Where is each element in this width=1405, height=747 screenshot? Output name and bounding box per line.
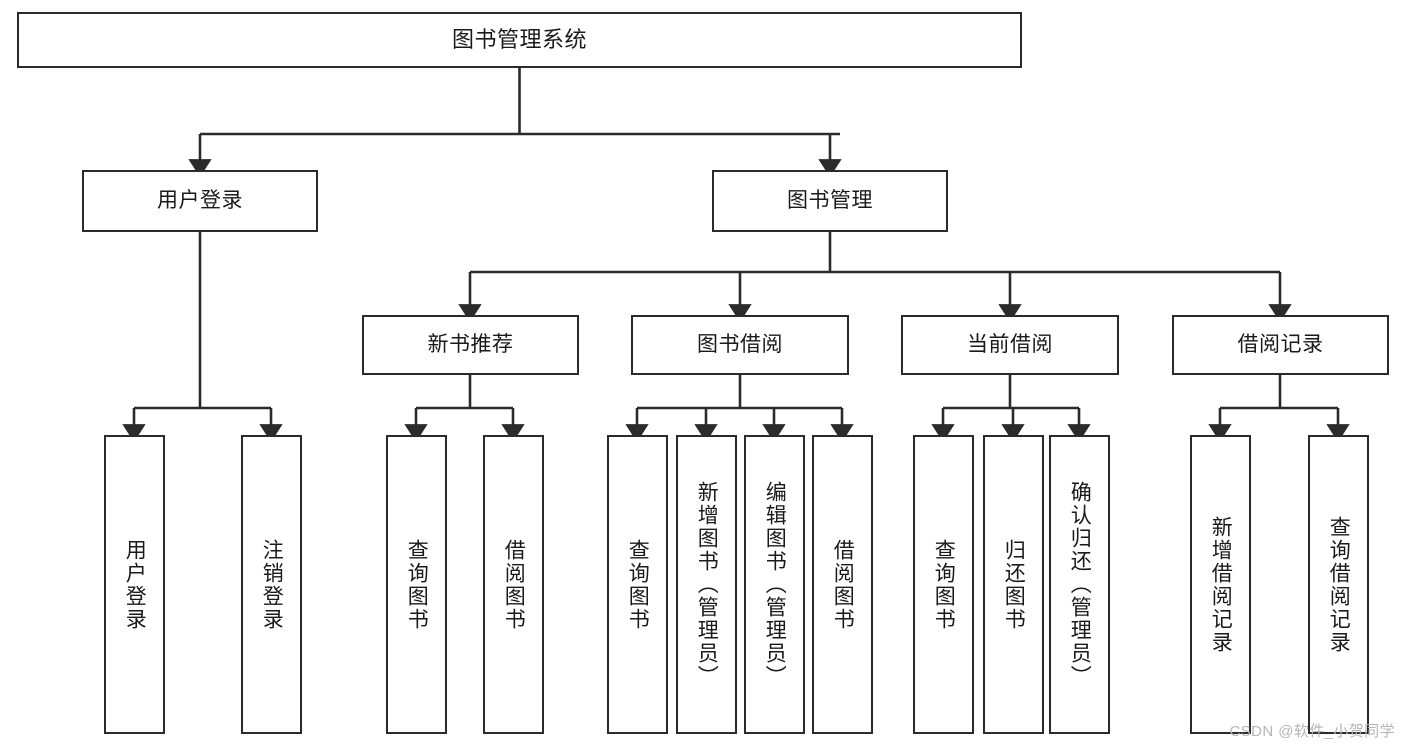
node-current-borrow[interactable]: 当前借阅 [901, 315, 1119, 375]
node-book-borrow[interactable]: 图书借阅 [631, 315, 849, 375]
leaf-borrow-book[interactable]: 借阅图书 [812, 435, 873, 734]
leaf-borrow-book-label: 借阅图书 [831, 538, 855, 631]
leaf-add-book-admin[interactable]: 新增图书（管理员） [676, 435, 737, 734]
node-user-login[interactable]: 用户登录 [82, 170, 318, 232]
watermark-text: CSDN @软件_小贺同学 [1229, 723, 1395, 740]
leaf-return-book-label: 归还图书 [1002, 538, 1026, 631]
node-book-borrow-label: 图书借阅 [697, 333, 783, 357]
edges-level2-to-level3 [458, 232, 1292, 323]
leaf-confirm-return-admin-label: 确认归还（管理员） [1068, 481, 1092, 688]
edges-new-book-to-leaves [404, 375, 525, 443]
leaf-borrow-book-recommend-label: 借阅图书 [502, 538, 526, 631]
node-current-borrow-label: 当前借阅 [967, 333, 1053, 357]
edges-user-login-to-leaves [122, 232, 283, 443]
node-root[interactable]: 图书管理系统 [17, 12, 1022, 68]
leaf-query-book-borrow-label: 查询图书 [626, 538, 650, 631]
edges-current-borrow-to-leaves [931, 375, 1091, 443]
leaf-confirm-return-admin[interactable]: 确认归还（管理员） [1049, 435, 1110, 734]
leaf-user-login-label: 用户登录 [123, 538, 147, 631]
node-book-management[interactable]: 图书管理 [712, 170, 948, 232]
leaf-query-book-recommend[interactable]: 查询图书 [386, 435, 447, 734]
leaf-edit-book-admin[interactable]: 编辑图书（管理员） [744, 435, 805, 734]
leaf-logout-label: 注销登录 [260, 538, 284, 631]
leaf-query-borrow-record-label: 查询借阅记录 [1327, 515, 1351, 654]
node-borrow-record-label: 借阅记录 [1237, 333, 1324, 357]
leaf-query-book-current-label: 查询图书 [932, 538, 956, 631]
leaf-query-book-borrow[interactable]: 查询图书 [607, 435, 668, 734]
leaf-user-login[interactable]: 用户登录 [104, 435, 165, 734]
node-new-book-recommend[interactable]: 新书推荐 [362, 315, 579, 375]
leaf-add-borrow-record-label: 新增借阅记录 [1209, 515, 1233, 654]
edges-root-to-level2 [188, 68, 842, 178]
leaf-add-book-admin-label: 新增图书（管理员） [695, 481, 719, 688]
leaf-query-book-current[interactable]: 查询图书 [913, 435, 974, 734]
leaf-add-borrow-record[interactable]: 新增借阅记录 [1190, 435, 1251, 734]
node-borrow-record[interactable]: 借阅记录 [1172, 315, 1389, 375]
leaf-query-borrow-record[interactable]: 查询借阅记录 [1308, 435, 1369, 734]
leaf-query-book-recommend-label: 查询图书 [405, 538, 429, 631]
node-root-label: 图书管理系统 [451, 26, 587, 52]
leaf-borrow-book-recommend[interactable]: 借阅图书 [483, 435, 544, 734]
leaf-edit-book-admin-label: 编辑图书（管理员） [763, 481, 787, 688]
leaf-logout[interactable]: 注销登录 [241, 435, 302, 734]
node-user-login-label: 用户登录 [157, 189, 243, 213]
node-book-management-label: 图书管理 [787, 189, 873, 213]
edges-book-borrow-to-leaves [625, 375, 854, 443]
node-new-book-recommend-label: 新书推荐 [427, 333, 514, 357]
leaf-return-book[interactable]: 归还图书 [983, 435, 1044, 734]
edges-borrow-record-to-leaves [1208, 375, 1350, 443]
